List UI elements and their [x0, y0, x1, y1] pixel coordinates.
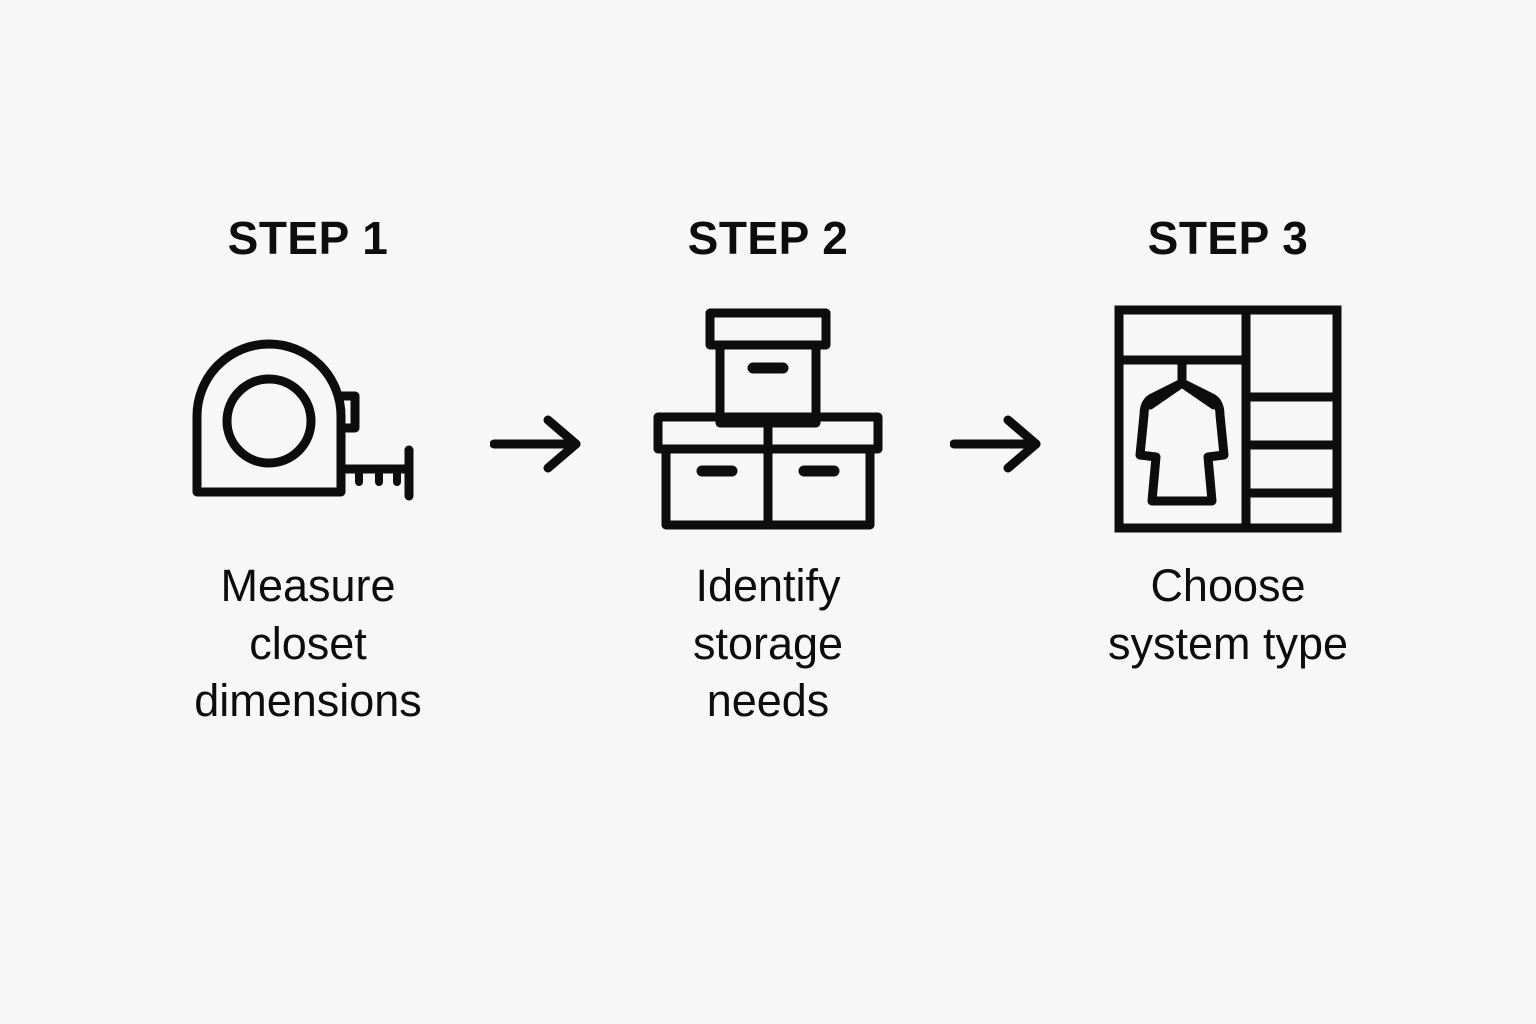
- step-caption-2: Identify storage needs: [692, 560, 844, 727]
- step-caption-3: Choose system type: [1107, 560, 1349, 669]
- arrow-right-icon-2: [918, 0, 1078, 476]
- step-title-1: STEP 1: [227, 212, 389, 264]
- step-card-2: STEP 2: [618, 0, 918, 730]
- step-title-2: STEP 2: [687, 212, 849, 264]
- step-title-3: STEP 3: [1147, 212, 1309, 264]
- wardrobe-closet-icon: [1098, 299, 1358, 539]
- step-card-1: STEP 1 Measure closet dimensio: [158, 0, 458, 730]
- step-caption-1: Measure closet dimensions: [194, 560, 422, 727]
- tape-measure-icon: [178, 299, 438, 539]
- step-card-3: STEP 3: [1078, 0, 1378, 672]
- arrow-right-icon-1: [458, 0, 618, 476]
- storage-boxes-icon: [638, 299, 898, 539]
